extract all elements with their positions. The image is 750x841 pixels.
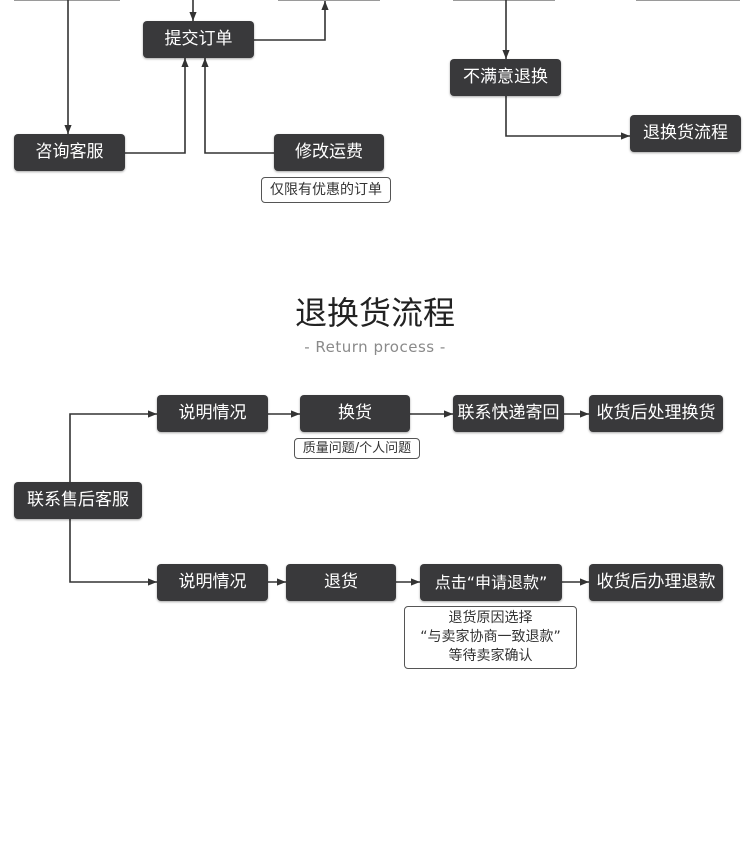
arrow-consult-to-submit [125,58,189,154]
partial-box-edge [14,0,120,1]
partial-box-edge [453,0,555,1]
discount-only-note-text: 仅限有优惠的订单 [270,181,382,198]
arrow-start-to-refund-path [69,519,157,586]
arrow-from-submit-order-up [254,1,329,41]
arrow-modify-to-submit [201,58,274,154]
return-goods-node: 退货 [286,564,396,601]
discount-only-note: 仅限有优惠的订单 [261,177,391,203]
process-refund-node: 收货后办理退款 [589,564,723,601]
partial-box-edge [636,0,740,1]
refund-explain-node: 说明情况 [157,564,268,601]
refund-note-line: “与卖家协商一致退款” [420,629,561,645]
exchange-node: 换货 [300,395,410,432]
submit-order-node: 提交订单 [143,21,254,58]
section-subtitle: - Return process - [304,338,446,356]
exchange-reason-note-text: 质量问题/个人问题 [302,441,412,456]
section-title: 退换货流程 [294,294,455,332]
refund-note-line: 退货原因选择 [448,610,533,626]
arrow-unsatisfied-to-return-process [505,96,630,140]
ship-back-node: 联系快递寄回 [453,395,564,432]
partial-box-edge [278,0,380,1]
modify-shipping-node: 修改运费 [274,134,384,171]
arrow-start-to-exchange-path [69,410,157,482]
unsatisfied-return-node: 不满意退换 [450,59,561,96]
exchange-reason-note: 质量问题/个人问题 [294,438,420,459]
consult-service-node: 咨询客服 [14,134,125,171]
refund-reason-note: 退货原因选择 “与卖家协商一致退款” 等待卖家确认 [404,606,577,669]
refund-note-line: 等待卖家确认 [448,648,533,664]
apply-refund-node: 点击“申请退款” [420,564,562,601]
return-process-link-node: 退换货流程 [630,115,741,152]
exchange-explain-node: 说明情况 [157,395,268,432]
contact-after-sales-node: 联系售后客服 [14,482,142,519]
process-exchange-node: 收货后处理换货 [589,395,723,432]
